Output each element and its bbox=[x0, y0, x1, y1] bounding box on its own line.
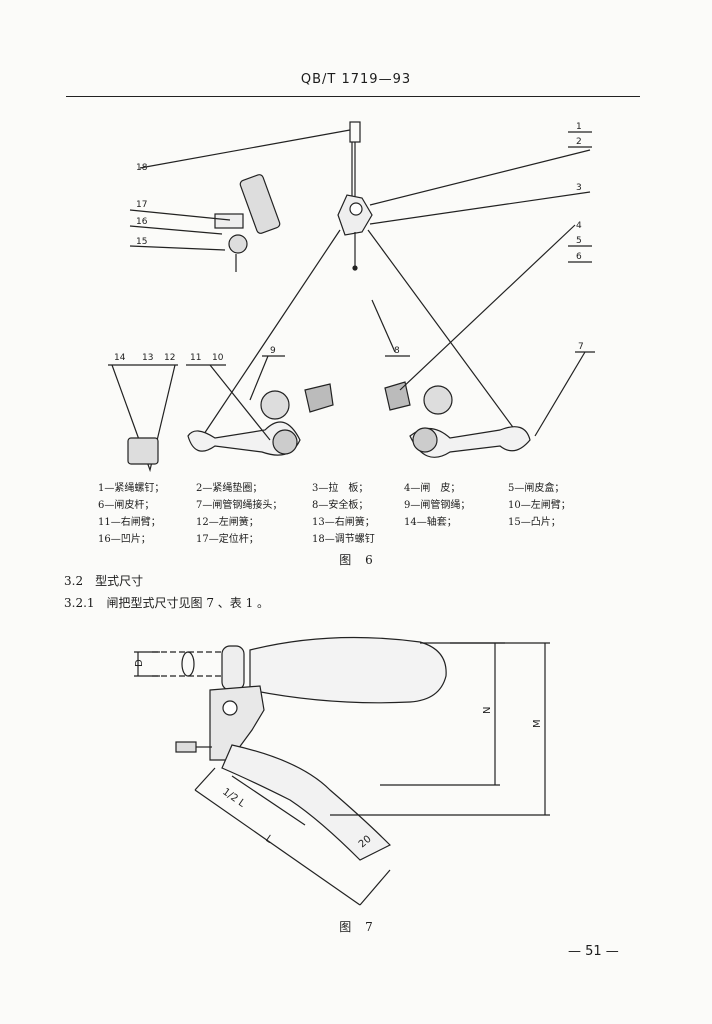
brake-cable-left bbox=[199, 229, 341, 441]
legend-entry: 8—安全板； bbox=[312, 500, 369, 511]
legend-entry: 1—紧绳螺钉； bbox=[98, 483, 165, 494]
callout-12: 12 bbox=[164, 353, 175, 363]
brake-pad-assembly bbox=[239, 174, 281, 234]
legend-row: 6—闸皮杆； 7—闸管钢绳接头； 8—安全板； 9—闸管钢绳； 10—左闸臂； bbox=[98, 497, 618, 514]
callout-11: 11 bbox=[190, 353, 201, 363]
callout-9: 9 bbox=[270, 346, 276, 356]
callout-10: 10 bbox=[212, 353, 224, 363]
callout-17: 17 bbox=[136, 200, 147, 210]
handlebar-grip bbox=[249, 636, 447, 704]
legend-entry: 10—左闸臂； bbox=[508, 500, 571, 511]
callout-6: 6 bbox=[576, 252, 582, 262]
dimension-half-l: 1/2 L bbox=[220, 786, 247, 810]
callout-13: 13 bbox=[142, 353, 153, 363]
legend-entry: 16—凹片； bbox=[98, 534, 151, 545]
callout-18: 18 bbox=[136, 163, 148, 173]
legend-row: 11—右闸臂； 12—左闸簧； 13—右闸簧； 14—轴套； 15—凸片； bbox=[98, 514, 618, 531]
callout-3: 3 bbox=[576, 183, 582, 193]
callout-7: 7 bbox=[578, 342, 584, 352]
legend-entry: 17—定位杆； bbox=[196, 534, 259, 545]
legend-entry: 3—拉 板； bbox=[312, 483, 369, 494]
legend-row: 16—凹片； 17—定位杆； 18—调节螺钉 bbox=[98, 531, 618, 548]
legend-entry: 12—左闸簧； bbox=[196, 517, 259, 528]
figure-6-legend: 1—紧绳螺钉； 2—紧绳垫圈； 3—拉 板； 4—闸 皮； 5—闸皮盒； 6—闸… bbox=[98, 480, 618, 548]
callout-15: 15 bbox=[136, 237, 147, 247]
header-rule bbox=[66, 96, 640, 97]
legend-entry: 2—紧绳垫圈； bbox=[196, 483, 263, 494]
adjusting-screw bbox=[349, 121, 361, 143]
right-brake-shoe bbox=[384, 381, 411, 411]
dimension-n: N bbox=[482, 707, 493, 714]
legend-entry: 18—调节螺钉 bbox=[312, 534, 375, 545]
dimension-d: D bbox=[134, 659, 145, 667]
legend-entry: 11—右闸臂； bbox=[98, 517, 161, 528]
callout-16: 16 bbox=[136, 217, 148, 227]
legend-entry: 9—闸管钢绳； bbox=[404, 500, 471, 511]
spring-detail bbox=[127, 437, 159, 465]
legend-entry: 4—闸 皮； bbox=[404, 483, 461, 494]
left-brake-shoe bbox=[304, 383, 334, 413]
legend-row: 1—紧绳螺钉； 2—紧绳垫圈； 3—拉 板； 4—闸 皮； 5—闸皮盒； bbox=[98, 480, 618, 497]
legend-entry: 6—闸皮杆； bbox=[98, 500, 155, 511]
right-brake-arm bbox=[409, 426, 531, 458]
legend-entry: 15—凸片； bbox=[508, 517, 561, 528]
standard-code: QB/T 1719—93 bbox=[300, 72, 412, 87]
section-title: 3.2 型式尺寸 bbox=[64, 574, 144, 588]
callout-1: 1 bbox=[576, 122, 582, 132]
legend-entry: 7—闸管钢绳接头； bbox=[196, 500, 283, 511]
legend-entry: 5—闸皮盒； bbox=[508, 483, 565, 494]
callout-14: 14 bbox=[114, 353, 126, 363]
legend-entry: 14—轴套； bbox=[404, 517, 457, 528]
section-body: 3.2.1 闸把型式尺寸见图 7 、表 1 。 bbox=[64, 596, 270, 610]
page-number: — 51 — bbox=[568, 944, 619, 959]
brake-cable-right bbox=[367, 229, 516, 431]
dimension-m: M bbox=[532, 719, 543, 728]
lever-blade bbox=[221, 744, 392, 861]
callout-2: 2 bbox=[576, 137, 582, 147]
callout-4: 4 bbox=[576, 221, 582, 231]
legend-entry: 13—右闸簧； bbox=[312, 517, 375, 528]
figure-6-caption: 图 6 bbox=[339, 553, 373, 567]
figure-7-drawing: D N M L 1/2 L 20 bbox=[134, 636, 550, 906]
dimension-l: L bbox=[263, 833, 274, 845]
figure-6-drawing: 1 2 3 4 5 6 7 8 9 10 11 12 13 14 15 16 1… bbox=[108, 121, 595, 473]
callout-8: 8 bbox=[394, 346, 400, 356]
figure-7-caption: 图 7 bbox=[339, 920, 373, 934]
left-brake-arm bbox=[187, 421, 301, 456]
callout-5: 5 bbox=[576, 236, 582, 246]
